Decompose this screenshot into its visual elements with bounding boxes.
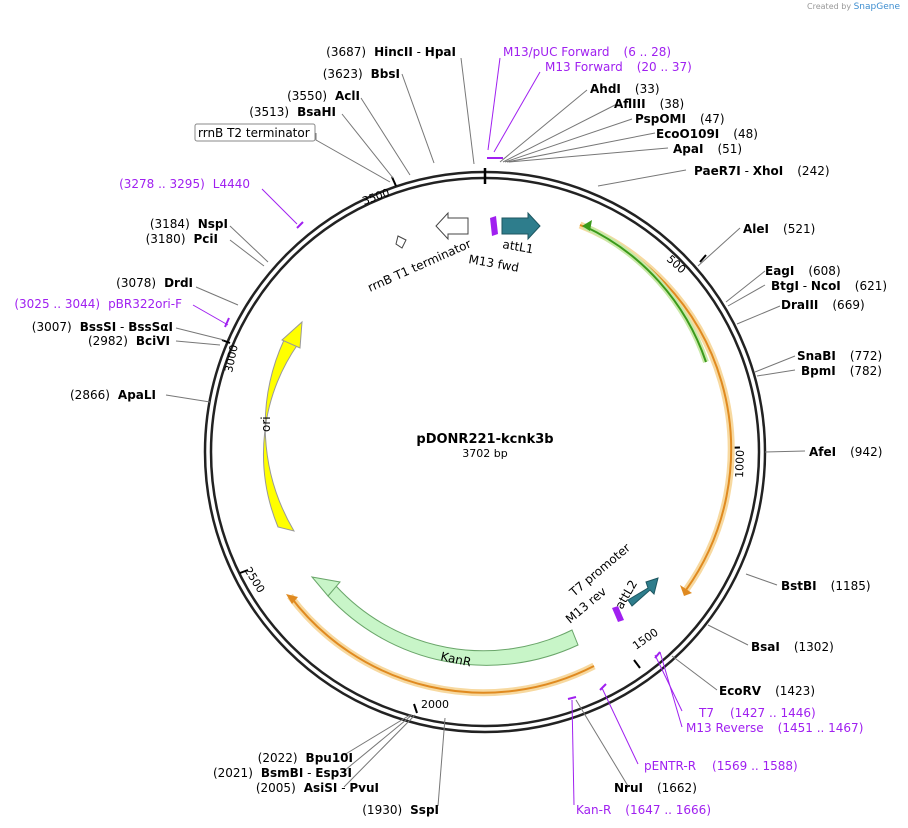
primer-label: pENTR-R(1569 .. 1588) [644,759,798,773]
rrnB-T1-feature [435,211,469,241]
enzyme-label: (2022)Bpu10I [258,751,353,765]
tick-label-2000: 2000 [421,698,449,711]
enzyme-label: (2982)BciVI [88,334,170,348]
ori-label: ori [259,416,273,432]
enzyme-leader-lines [165,57,806,807]
enzyme-label: DraIII(669) [781,298,865,312]
enzyme-label: (3180)PciI [146,232,218,246]
plasmid-length: 3702 bp [462,447,507,460]
primer-label: T7(1427 .. 1446) [698,706,816,720]
enzyme-label: (2021)BsmBI - Esp3I [213,766,352,780]
enzyme-label: EcoRV(1423) [719,684,815,698]
m13rev-feature [612,606,624,622]
enzyme-label: (3687)HincII - HpaI [326,45,456,59]
insert-arc-arrowhead [680,585,692,596]
primer-label: M13 Forward(20 .. 37) [545,60,692,74]
enzyme-label: (3550)AclI [287,89,360,103]
m13fwd-feature [490,216,498,236]
insert-cds-arrowhead [582,220,592,231]
tick-label-1500: 1500 [630,626,660,653]
rrnB-T2-feature [395,235,407,249]
attL1-feature [501,211,541,241]
rrnB-T2-label: rrnB T2 terminator [198,126,310,140]
enzyme-label: EagI(608) [765,264,841,278]
tick-label-3000: 3000 [222,344,241,374]
primer-leader-lines [192,57,683,806]
attL2-label: attL2 [612,578,640,612]
enzyme-label: PspOMI(47) [635,112,725,126]
kanR-arrowhead [310,576,341,597]
enzyme-label: AfeI(942) [809,445,882,459]
enzyme-label: ApaI(51) [673,142,742,156]
ori-arrowhead [281,320,303,349]
enzyme-label: (1930)SspI [362,803,439,817]
enzyme-labels-left: (3687)HincII - HpaI (3623)BbsI (3550)Acl… [32,45,456,402]
enzyme-label: SnaBI(772) [797,349,882,363]
enzyme-label: EcoO109I(48) [656,127,758,141]
enzyme-label: BstBI(1185) [781,579,871,593]
enzyme-label: (3007)BssSI - BssSαI [32,320,173,334]
primer-label: M13 Reverse(1451 .. 1467) [686,721,863,735]
enzyme-labels-bottom: (2022)Bpu10I (2021)BsmBI - Esp3I (2005)A… [213,751,439,817]
tick-label-2500: 2500 [241,565,267,596]
credit-brand: SnapGene [853,2,900,12]
ori-feature [263,339,299,532]
rrnB-T1-label: rrnB T1 terminator [366,237,474,295]
primer-label: Kan-R(1647 .. 1666) [576,803,711,817]
enzyme-label: BtgI - NcoI(621) [771,279,887,293]
enzyme-label: (2005)AsiSI - PvuI [256,781,379,795]
snapgene-credit: Created by SnapGene [807,2,900,12]
enzyme-label: (3623)BbsI [323,67,400,81]
enzyme-label: NruI(1662) [614,781,697,795]
primer-label: (3025 .. 3044)pBR322ori-F [14,297,182,311]
lower-arc-orange [289,595,595,694]
enzyme-labels-right: AhdI(33) AflIII(38) PspOMI(47) EcoO109I(… [590,82,887,795]
enzyme-label: PaeR7I - XhoI(242) [694,164,830,178]
tick-label-3500: 3500 [361,186,392,208]
enzyme-label: (3184)NspI [150,217,228,231]
attL1-label: attL1 [501,237,534,256]
m13fwd-label: M13 fwd [467,252,520,275]
insert-cds-halo [582,223,709,363]
primer-label: (3278 .. 3295)L4440 [119,177,250,191]
primer-marks [224,157,661,700]
attL2-feature [627,577,659,607]
enzyme-label: AflIII(38) [614,97,684,111]
lower-arc-arrowhead [286,594,298,604]
enzyme-label: AleI(521) [743,222,815,236]
enzyme-label: BsaI(1302) [751,640,834,654]
tick-label-1000: 1000 [733,450,747,478]
enzyme-label: BpmI(782) [801,364,882,378]
rrnB-T2-box [194,123,316,142]
plasmid-name: pDONR221-kcnk3b [416,432,553,447]
enzyme-label: (3078)DrdI [116,276,193,290]
kanR-label: KanR [439,649,472,669]
enzyme-label: AhdI(33) [590,82,660,96]
primer-labels: M13/pUC Forward(6 .. 28) M13 Forward(20 … [14,45,863,817]
credit-prefix: Created by [807,2,852,11]
primer-label: M13/pUC Forward(6 .. 28) [503,45,671,59]
enzyme-label: (3513)BsaHI [249,105,336,119]
enzyme-label: (2866)ApaLI [70,388,156,402]
insert-cds-green [583,225,707,363]
